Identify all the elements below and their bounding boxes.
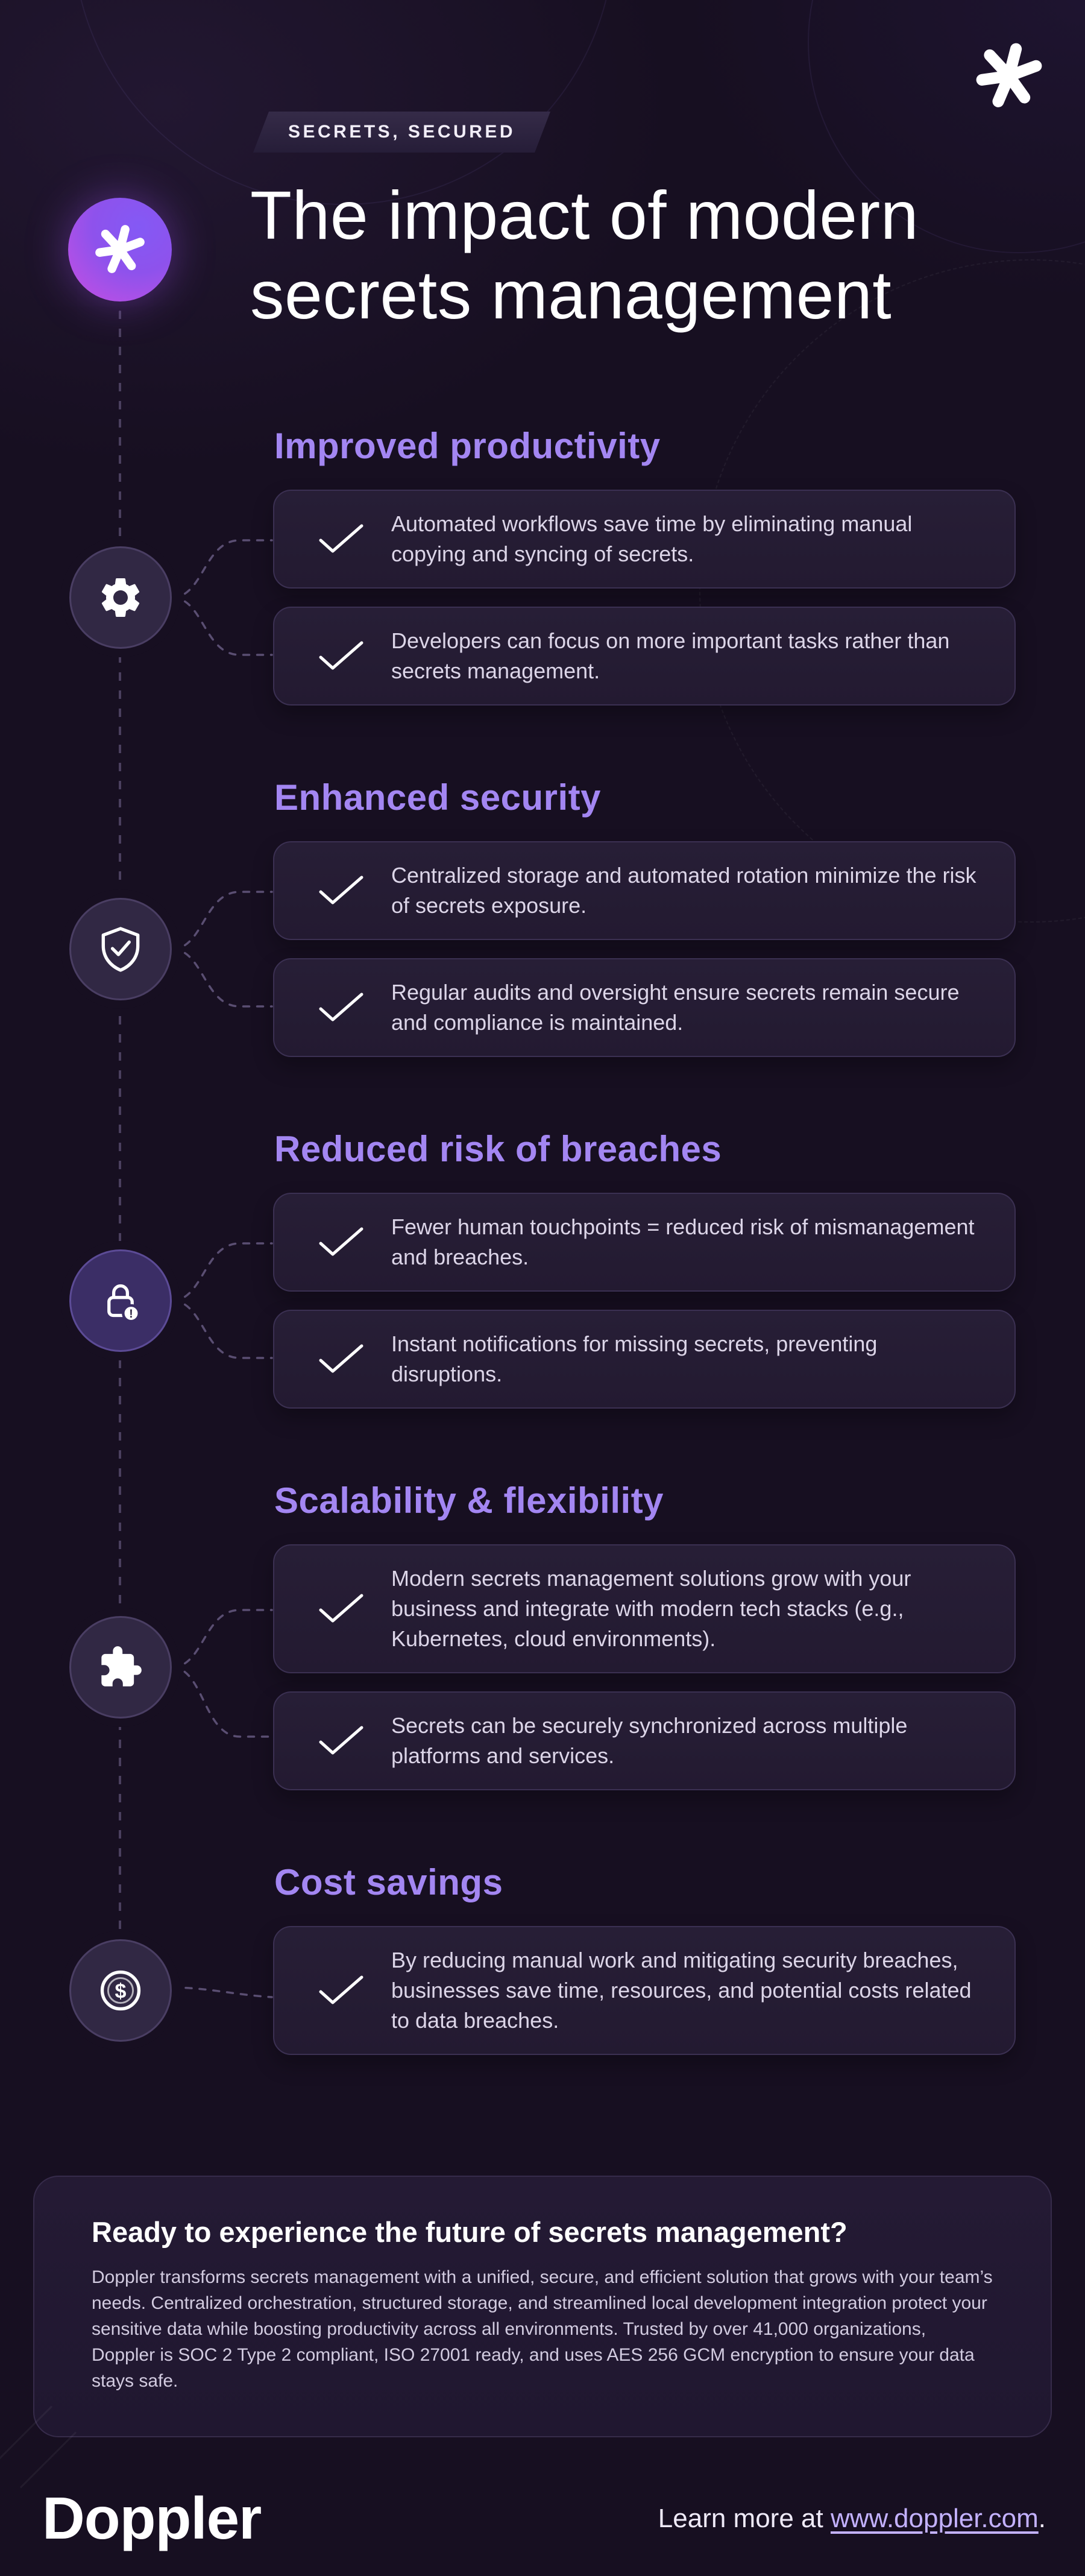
- check-icon: [316, 522, 366, 556]
- timeline-node-security: [69, 898, 172, 1001]
- section-heading: Scalability & flexibility: [274, 1480, 664, 1521]
- connector-dashes: [171, 1242, 273, 1360]
- checklist-card: Regular audits and oversight ensure secr…: [273, 958, 1016, 1058]
- cta-panel: Ready to experience the future of secret…: [33, 2176, 1052, 2438]
- check-icon: [316, 1724, 366, 1758]
- tagline-badge: SECRETS, SECURED: [253, 112, 550, 153]
- card-group: ! Fewer human touchpoints = reduced risk…: [69, 1193, 1016, 1409]
- check-icon: [316, 1592, 366, 1626]
- card-text: Automated workflows save time by elimina…: [391, 511, 913, 567]
- section-heading: Reduced risk of breaches: [274, 1129, 722, 1170]
- learn-more-suffix: .: [1038, 2503, 1046, 2533]
- check-icon: [316, 874, 366, 908]
- timeline-node-scalability: [69, 1616, 172, 1719]
- card-text: Instant notifications for missing secret…: [391, 1331, 878, 1387]
- checklist-card: By reducing manual work and mitigating s…: [273, 1926, 1016, 2056]
- doppler-link[interactable]: www.doppler.com: [830, 2503, 1039, 2533]
- section-heading: Improved productivity: [274, 426, 661, 467]
- timeline-node-productivity: [69, 546, 172, 649]
- card-group: $ By reducing manual work and mitigating…: [69, 1926, 1016, 2056]
- section-heading: Cost savings: [274, 1862, 503, 1903]
- section-security: Enhanced security Centralized sto: [0, 777, 1085, 1058]
- decorative-line: [0, 2405, 53, 2463]
- gear-icon: [101, 578, 140, 617]
- card-group: Modern secrets management solutions grow…: [69, 1544, 1016, 1791]
- card-text: Secrets can be securely synchronized acr…: [391, 1713, 908, 1769]
- checklist-card: Centralized storage and automated rotati…: [273, 841, 1016, 941]
- section-productivity: Improved productivity Automated workflow…: [0, 425, 1085, 706]
- check-icon: [316, 1342, 366, 1376]
- learn-more-text: Learn more at www.doppler.com.: [658, 2504, 1046, 2534]
- shield-check-icon: [101, 927, 140, 973]
- section-breaches: Reduced risk of breaches !: [0, 1128, 1085, 1409]
- card-text: Developers can focus on more important t…: [391, 628, 950, 684]
- card-group: Automated workflows save time by elimina…: [69, 490, 1016, 706]
- title-line-1: The impact of modern: [250, 177, 919, 253]
- checklist-card: Fewer human touchpoints = reduced risk o…: [273, 1193, 1016, 1292]
- timeline-node-cost-savings: $: [69, 1939, 172, 2042]
- checklist-card: Instant notifications for missing secret…: [273, 1310, 1016, 1409]
- puzzle-icon: [101, 1646, 142, 1687]
- section-cost-savings: Cost savings $ By reducing manua: [0, 1861, 1085, 2056]
- check-icon: [316, 1225, 366, 1259]
- connector-dashes: [171, 539, 273, 657]
- dollar-coin-icon: $: [100, 1971, 141, 2011]
- cta-heading: Ready to experience the future of secret…: [92, 2216, 848, 2249]
- card-text: Modern secrets management solutions grow…: [391, 1566, 911, 1652]
- cta-body: Doppler transforms secrets management wi…: [92, 2267, 993, 2391]
- check-icon: [316, 639, 366, 673]
- doppler-logo-icon: [976, 43, 1042, 107]
- doppler-wordmark: Doppler: [42, 2485, 262, 2552]
- check-icon: [316, 1974, 366, 2007]
- timeline-dashed-line: [119, 311, 121, 1981]
- connector-dashes: [171, 891, 273, 1008]
- checklist-card: Secrets can be securely synchronized acr…: [273, 1691, 1016, 1791]
- breach-alert-icon: !: [107, 1284, 140, 1323]
- checklist-card: Modern secrets management solutions grow…: [273, 1544, 1016, 1674]
- title-line-2: secrets management: [250, 257, 892, 333]
- svg-text:$: $: [115, 1980, 127, 2003]
- footer: Doppler Learn more at www.doppler.com.: [0, 2484, 1085, 2552]
- svg-text:!: !: [129, 1308, 133, 1321]
- card-text: Fewer human touchpoints = reduced risk o…: [391, 1214, 975, 1270]
- card-text: Regular audits and oversight ensure secr…: [391, 980, 960, 1035]
- card-text: Centralized storage and automated rotati…: [391, 863, 976, 918]
- doppler-logo-badge: [68, 198, 172, 301]
- card-group: Centralized storage and automated rotati…: [69, 841, 1016, 1058]
- check-icon: [316, 991, 366, 1024]
- card-text: By reducing manual work and mitigating s…: [391, 1948, 972, 2033]
- doppler-logo-icon: [95, 225, 145, 273]
- checklist-card: Automated workflows save time by elimina…: [273, 490, 1016, 589]
- sections: Improved productivity Automated workflow…: [0, 425, 1085, 2056]
- checklist-card: Developers can focus on more important t…: [273, 607, 1016, 706]
- connector-dashes: [171, 1986, 273, 1999]
- learn-more-prefix: Learn more at: [658, 2503, 831, 2533]
- section-scalability: Scalability & flexibility Modern secrets…: [0, 1480, 1085, 1791]
- timeline-node-breaches: !: [69, 1249, 172, 1353]
- connector-dashes: [171, 1609, 273, 1738]
- decorative-line: [19, 2431, 77, 2489]
- section-heading: Enhanced security: [274, 777, 602, 818]
